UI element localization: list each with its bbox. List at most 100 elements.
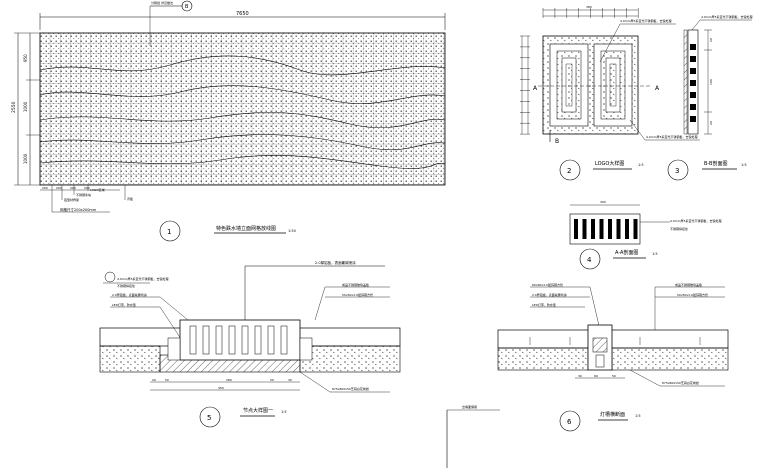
aa-slot [574,219,578,239]
wall-seg-dim-2: 1000 [23,101,28,112]
aa-slot [582,219,587,239]
detail-6-num: 6 [567,418,572,426]
aa-section: 300 4.0mm厚5系亚光不锈钢板，去锐处理 不锈钢焊接处 4 A-A剖面图 … [569,200,722,270]
detail-1-num: 1 [167,228,171,236]
d5-note-right-1: 成品不锈钢玻璃盖板 [342,282,369,287]
wall-width-dim: 7650 [236,11,249,17]
wall-bottom-dim-4: 200 [84,186,90,190]
d6-bottom-note: 875x600x50芝麻白花岗岩 [662,380,699,385]
d5-grille [179,319,301,361]
logo-top-total-dim: 380 [586,5,592,9]
d5-slat [254,325,262,355]
d5-note-left-2: 不锈钢焊接处 [117,283,135,288]
logo-plan: 380 A A B 4.0mm厚5系亚光不锈钢板，去锐处理 4.0mm厚5系亚光… [520,5,700,181]
aa-note-2: 不锈钢焊接处 [670,226,688,231]
detail-2-scale: 1:5 [638,163,644,167]
aa-slot [591,219,595,239]
wall-seg-dim-3: 1000 [23,153,28,164]
d5-dim-3: 280 [226,378,232,382]
d5-note-left-1: 4.0mm厚5系亚光不锈钢板，去锐处理 [117,276,169,281]
d5-dim-4: 50 [270,378,274,382]
d5-note-right-2: 50x50x3.0镀锌钢方管 [342,292,373,297]
d5-bottom-note: 875x600x50芝麻白花岗岩 [332,386,369,391]
d5-dim-1: 20 [152,378,156,382]
d5-slat [280,325,288,355]
d5-note-left-4: LED灯带，防水型 [112,302,136,307]
detail-4-num: 4 [587,256,592,264]
detail-5-circle [199,406,221,428]
d5-slat [202,325,210,355]
d6-dim-2: 60 [594,374,598,378]
detail-2-num: 2 [567,167,571,175]
detail-6-scale: 1:5 [635,414,641,418]
wall-note-3: 铝型材骨架 [64,197,79,202]
wall-seg-dim-1: 950 [23,54,28,62]
d6-note-left-1: 60x60x3.0镀锌钢方管 [532,282,563,287]
wall-elevation: 7650 B 分隔缝 详见做法 2550 950 1000 1000 [11,0,446,213]
aa-slot [633,219,638,239]
detail-1-title: 特色跌水墙立面网格放线图 [216,225,276,232]
logo-section-a-left: A [533,85,538,92]
d5-note-left-3: 2.0厚铝板，表面氟碳喷涂 [112,292,147,297]
d6-note-left-3: LED灯带，防水型 [532,302,556,307]
d5-slat [215,325,223,355]
bb-dim-3: 20 [709,121,713,125]
d5-slat [267,325,275,355]
aa-slot [616,219,621,239]
logo-note-top: 4.0mm厚5系亚光不锈钢板，去锐处理 [620,18,672,23]
detail-4-scale: 1:5 [652,252,658,256]
detail-5-title: 节点大样图一 [243,407,273,414]
detail-4-title: A-A剖面图 [615,249,638,256]
bb-section: 20 100 20 4.0mm厚5系亚光不锈钢板，去锐处理 3 B-B剖面图 1… [667,14,753,181]
callout-top-label: B [185,4,189,10]
detail-1-label: 1 特色跌水墙立面网格放线图 1:50 [159,220,296,242]
detail-2-title: LOGO大样图 [595,160,624,167]
detail-3-circle [667,159,689,181]
d5-slat [241,325,249,355]
detail-5: 2.0厚铝板，表面氟碳喷涂 4.0mm厚5系亚光不锈钢板，去锐处理 不锈钢焊接处… [99,260,401,428]
wall-mesh-note: 网格尺寸200x200mm [60,207,97,212]
wall-note-2: 不锈钢条块 [76,192,91,197]
wall-height-dim: 2550 [11,101,17,113]
d5-slat [189,325,197,355]
wall-note-1: LOGO区域 [90,187,105,192]
detail-4-circle [579,248,601,270]
detail-1-scale: 1:50 [288,229,296,233]
aa-note-1: 4.0mm厚5系亚光不锈钢板，去锐处理 [670,218,722,223]
wall-bottom-dim-3: 200 [70,186,76,190]
detail-6: 60x60x3.0镀锌钢方管 2.0厚铝板，表面氟碳喷涂 LED灯带，防水型 成… [497,282,729,432]
detail-3-scale: 1:5 [741,163,747,167]
d6-note-right-2: 50x50x3.0镀锌钢方管 [677,292,708,297]
d5-slat [228,325,236,355]
aa-top-dim: 300 [600,200,606,204]
aa-slot [625,219,629,239]
aa-slot [608,219,612,239]
aa-slot [599,219,604,239]
callout-top-note: 分隔缝 详见做法 [151,0,173,5]
detail-5-num: 5 [207,414,211,422]
wall-bottom-dim-1: 200 [42,186,48,190]
detail-6-title: 灯槽横断面 [600,411,625,418]
d5-dim-2: 50 [165,378,169,382]
d5-top-note: 2.0厚铝板，表面氟碳喷涂 [315,260,356,265]
wall-note-4: 背板 [127,196,133,201]
logo-section-a-right: A [655,85,660,92]
logo-note-bottom: 4.0mm厚5系亚光不锈钢板，去锐处理 [646,134,698,139]
detail-3-num: 3 [675,167,679,175]
logo-section-b: B [555,138,559,145]
d6-dim-3: 50 [612,374,616,378]
d6-note-right-1: 成品不锈钢玻璃盖板 [675,282,702,287]
bb-dim-2: 100 [709,79,713,85]
d6-note-left-2: 2.0厚铝板，表面氟碳喷涂 [532,292,567,297]
detail-5-scale: 1:5 [281,410,287,414]
bb-note: 4.0mm厚5系亚光不锈钢板，去锐处理 [701,14,753,19]
d5-dim-total: 450 [218,386,224,390]
loose-note: 出墙面保留 [462,404,477,409]
wall-panel [39,32,446,186]
wall-bottom-dim-2: 200 [56,186,62,190]
bb-dim-1: 20 [709,38,713,42]
detail-6-circle [559,410,581,432]
detail-2-circle [559,159,581,181]
loose-leader: 出墙面保留 [446,404,500,468]
